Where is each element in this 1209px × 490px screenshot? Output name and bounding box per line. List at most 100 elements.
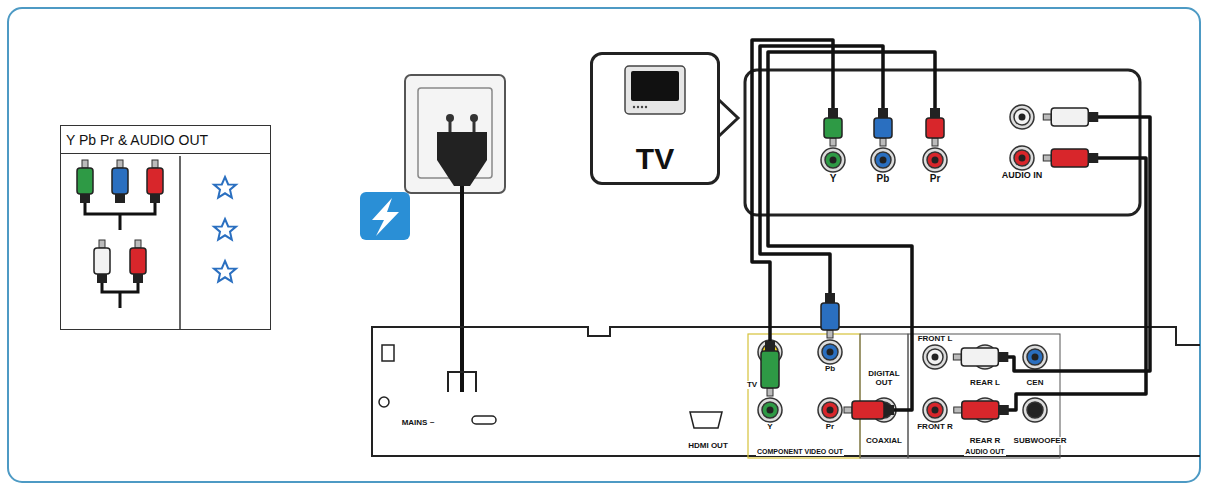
group-label: COMPONENT VIDEO OUT	[756, 448, 844, 456]
rca-plug	[874, 108, 892, 146]
jack-color	[1014, 109, 1030, 125]
legend-illustration	[77, 160, 93, 203]
jack-color	[825, 152, 841, 168]
legend-illustration	[147, 160, 163, 203]
jack-ring	[818, 340, 842, 364]
plug-tip	[827, 330, 833, 338]
jack-label: AUDIO IN	[1002, 171, 1043, 181]
rca-plug	[761, 341, 779, 396]
jack-node: Pr	[921, 146, 949, 185]
tv-box: TV	[590, 52, 720, 185]
legend-illustration	[112, 160, 128, 203]
wall-socket	[449, 118, 452, 134]
plug-boot	[878, 108, 888, 118]
plug-boot	[828, 108, 838, 118]
rca-jack	[817, 397, 843, 423]
jack-label: Pb	[877, 173, 890, 184]
cable-line	[954, 158, 1146, 410]
plug-tip	[844, 407, 852, 413]
tv-dot	[645, 106, 647, 108]
port-label: REAR R	[969, 437, 1002, 446]
rca-jack	[820, 147, 846, 173]
plug-body	[1051, 108, 1088, 126]
jack-pin	[931, 354, 938, 361]
port-label: TV	[746, 381, 758, 390]
device-body	[690, 412, 722, 428]
wall-socket	[405, 75, 505, 193]
av-cable	[768, 52, 944, 419]
jack-color	[1014, 150, 1030, 166]
tv-title: TV	[636, 144, 674, 174]
jack-pin	[880, 157, 887, 164]
plug-tip	[830, 138, 836, 146]
port-label: DIGITAL OUT	[865, 370, 903, 388]
jack-color	[875, 152, 891, 168]
plug-tip	[953, 354, 961, 360]
jack-ring	[1010, 105, 1034, 129]
tv-icon	[624, 65, 686, 115]
tv-jack-panel	[719, 70, 1140, 215]
cable-line	[752, 40, 833, 396]
jack-label: Pr	[826, 423, 834, 432]
legend-illustration	[214, 219, 236, 240]
jack-label: FRONT R	[917, 423, 953, 432]
port-label: HDMI OUT	[687, 442, 729, 451]
plug-body	[962, 401, 999, 419]
plug-tip	[932, 138, 938, 146]
port-label: REAR L	[969, 379, 1001, 388]
jack-label: Pb	[825, 365, 835, 374]
rca-jack	[1009, 104, 1035, 171]
jack-ring	[923, 148, 947, 172]
jack-color	[822, 402, 838, 418]
plug-boot	[825, 293, 835, 303]
jack-pin	[932, 407, 939, 414]
tv-jack-panel	[719, 100, 738, 136]
jack-ring	[923, 398, 947, 422]
wall-socket	[448, 372, 476, 392]
rca-plug	[926, 108, 944, 146]
jack-color	[927, 349, 943, 365]
legend-illustration	[214, 261, 236, 282]
plug-body	[852, 401, 884, 419]
jack-ring	[821, 148, 845, 172]
rca-plug	[1043, 108, 1098, 126]
jack-color	[927, 152, 943, 168]
wall-socket	[460, 186, 464, 392]
tv-screen	[631, 71, 679, 101]
plug-body	[821, 303, 839, 330]
jack-ring	[758, 398, 782, 422]
jack-pin	[830, 157, 837, 164]
jack-color	[927, 402, 943, 418]
rca-jack	[817, 339, 843, 365]
av-cable	[953, 108, 1150, 371]
device-body	[748, 334, 860, 458]
legend-illustration	[85, 203, 155, 230]
plug-tip	[1043, 114, 1051, 120]
av-cable	[954, 149, 1146, 419]
jack-color	[822, 344, 838, 360]
legend-illustration	[214, 177, 236, 198]
jack-node: Y	[756, 396, 784, 433]
plug-boot	[930, 108, 940, 118]
plug-tip	[767, 388, 773, 396]
power-icon	[360, 192, 410, 240]
port-label: SUBWOOFER	[1013, 437, 1068, 446]
jack-color	[762, 402, 778, 418]
plug-boot	[998, 352, 1008, 362]
jack-label: FRONT L	[918, 335, 953, 344]
jack-node: FRONT L	[917, 334, 954, 371]
jack-pin	[827, 407, 834, 414]
legend-illustration	[94, 240, 110, 283]
jack-label: Pr	[930, 173, 941, 184]
plug-tip	[1043, 155, 1051, 161]
wall-socket	[437, 132, 487, 186]
cable-line	[760, 46, 883, 338]
rca-jack	[922, 397, 948, 423]
jack-pin	[932, 157, 939, 164]
device-body	[472, 416, 496, 424]
tv-dot	[641, 106, 643, 108]
wall-socket	[405, 75, 505, 392]
plug-body	[926, 118, 944, 138]
cable-line	[768, 52, 935, 410]
